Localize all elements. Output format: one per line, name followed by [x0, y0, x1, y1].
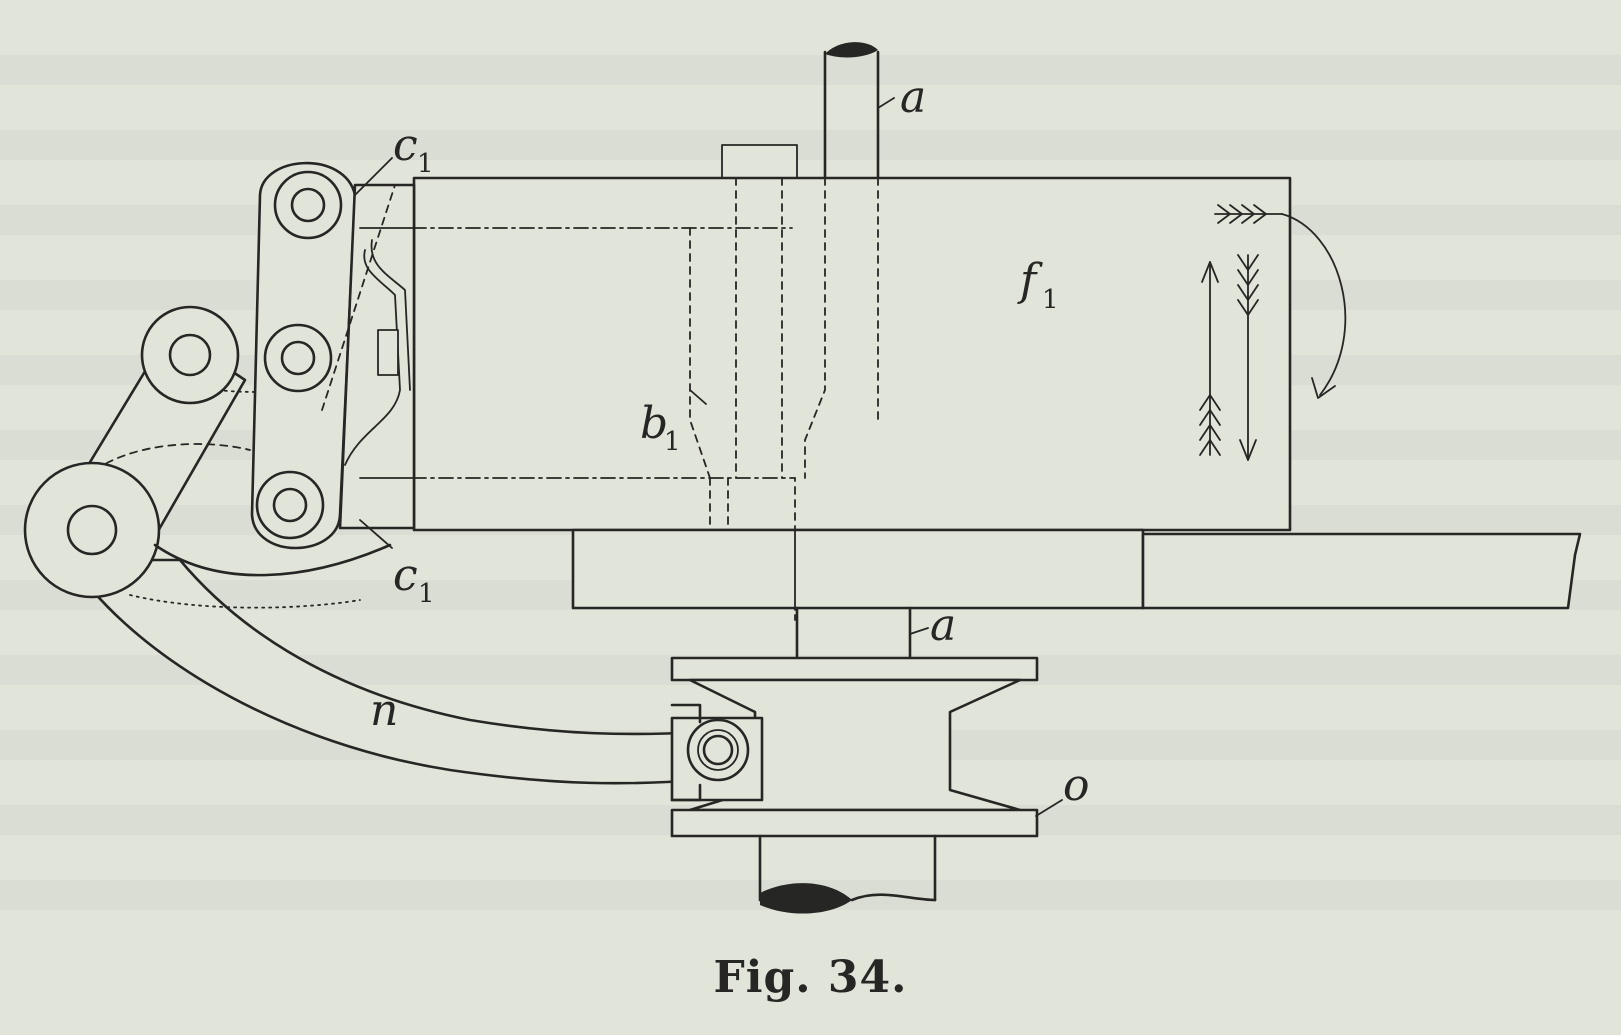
shaft-top — [823, 42, 895, 180]
direction-arrows — [1199, 204, 1347, 461]
label-a-top: a — [900, 72, 926, 123]
label-c-top: c — [393, 120, 418, 171]
label-c-bottom-sub: 1 — [418, 579, 435, 609]
main-block — [357, 176, 1292, 621]
label-b-sub: 1 — [664, 427, 681, 457]
shaft-lower-end — [758, 834, 937, 914]
shaft-bottom — [795, 606, 929, 662]
label-f-sub: 1 — [1042, 285, 1059, 315]
lever-arm — [68, 558, 764, 802]
label-a-bottom: a — [930, 600, 956, 651]
label-b: b — [640, 398, 668, 449]
figure-labels: a a c 1 c 1 f 1 b 1 n o — [370, 72, 1090, 811]
label-c-bottom: c — [393, 550, 418, 601]
label-c-top-sub: 1 — [417, 149, 434, 179]
figure-caption: Fig. 34. — [713, 952, 908, 1003]
pin-top — [721, 144, 798, 179]
link-plate — [250, 157, 416, 550]
pivot-left — [23, 461, 392, 599]
base-plate — [571, 528, 1582, 611]
label-o: o — [1063, 760, 1090, 811]
pulley — [670, 656, 1063, 838]
label-n: n — [370, 685, 398, 736]
